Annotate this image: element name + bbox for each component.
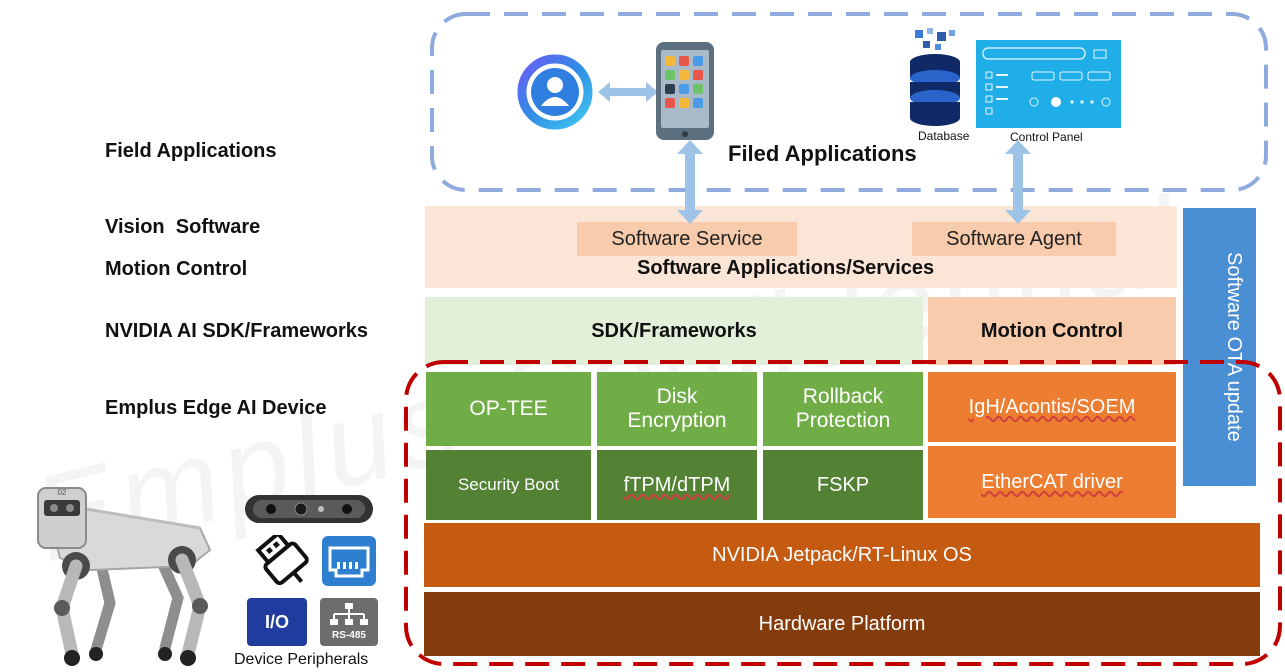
software-agent-box: Software Agent (912, 222, 1116, 256)
ota-update-label: Software OTA update (1223, 252, 1245, 442)
rollback-protection-line1: Rollback (802, 385, 884, 408)
label-vision-software: Vision Software (105, 216, 261, 238)
label-nvidia-sdk: NVIDIA AI SDK/Frameworks (105, 320, 369, 342)
disk-encryption-line2: Encryption (627, 409, 727, 432)
hardware-platform-label: Hardware Platform (758, 612, 926, 635)
control-panel-label: Control Panel (1010, 130, 1083, 144)
software-service-label: Software Service (611, 227, 763, 250)
ethercat-driver-box: EtherCAT driver (928, 446, 1176, 518)
ethernet-icon (322, 536, 376, 586)
ethercat-driver-label: EtherCAT driver (981, 470, 1123, 493)
camera-icon (245, 495, 373, 523)
fskp-box: FSKP (763, 450, 923, 520)
os-layer-label: NVIDIA Jetpack/RT-Linux OS (712, 543, 972, 566)
rs485-network-icon (320, 598, 378, 646)
io-label: I/O (264, 611, 289, 632)
igh-acontis-soem-box: IgH/Acontis/SOEM (928, 372, 1176, 442)
edge-device-boundary (404, 360, 1282, 666)
arrow-phone-service (677, 140, 703, 224)
os-layer-box: NVIDIA Jetpack/RT-Linux OS (424, 523, 1260, 587)
ftpm-dtpm-box: fTPM/dTPM (597, 450, 757, 520)
usb-icon (255, 535, 309, 586)
igh-acontis-soem-label: IgH/Acontis/SOEM (968, 395, 1136, 418)
smartphone-icon (656, 42, 714, 140)
field-applications-box (430, 12, 1268, 192)
sdk-frameworks-box: SDK/Frameworks (425, 297, 923, 365)
op-tee-box: OP-TEE (426, 372, 591, 446)
software-agent-label: Software Agent (946, 227, 1082, 250)
control-panel-icon (976, 40, 1121, 128)
software-applications-title: Software Applications/Services (637, 257, 935, 279)
user-avatar-icon (517, 54, 593, 130)
disk-encryption-box: Disk Encryption (597, 372, 757, 446)
device-peripherals-label: Device Peripherals (234, 651, 369, 668)
rollback-protection-line2: Protection (795, 409, 891, 432)
database-label: Database (918, 129, 970, 143)
label-field-applications: Field Applications (105, 140, 277, 162)
label-motion-control: Motion Control (105, 258, 248, 280)
rollback-protection-box: Rollback Protection (763, 372, 923, 446)
rs485-label: RS-485 (332, 630, 366, 641)
motion-control-label: Motion Control (980, 319, 1124, 342)
motion-control-box: Motion Control (928, 297, 1176, 365)
disk-encryption-line1: Disk (656, 385, 698, 408)
ota-update-bar (1183, 208, 1256, 486)
ftpm-dtpm-label: fTPM/dTPM (623, 473, 731, 496)
op-tee-label: OP-TEE (469, 397, 548, 420)
io-icon: I/O (247, 598, 307, 646)
security-boot-box: Security Boot (426, 450, 591, 520)
software-service-box: Software Service (577, 222, 797, 256)
arrow-panel-agent (1005, 140, 1031, 224)
database-icon (910, 28, 960, 126)
robot-dog-icon: 02 (37, 487, 212, 666)
label-edge-device: Emplus Edge AI Device (105, 397, 327, 419)
svg-text:02: 02 (58, 488, 67, 497)
hardware-platform-box: Hardware Platform (424, 592, 1260, 656)
fskp-label: FSKP (816, 473, 870, 496)
sdk-frameworks-label: SDK/Frameworks (591, 319, 757, 342)
security-boot-label: Security Boot (457, 475, 560, 494)
field-applications-title: Filed Applications (728, 141, 917, 166)
sync-arrow-icon (598, 82, 658, 102)
